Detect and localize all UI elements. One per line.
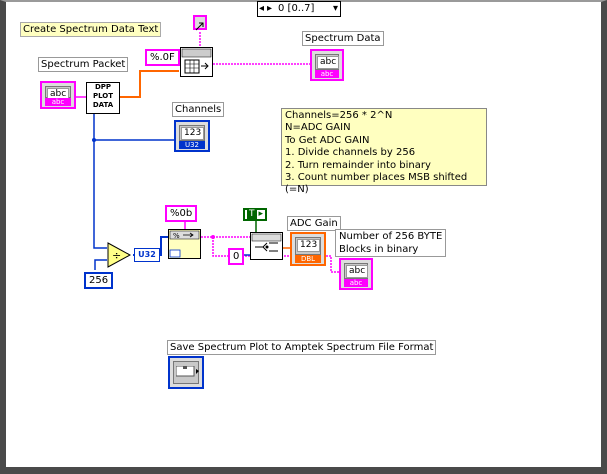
integer-wires [92,105,177,270]
adc-gain-label: ADC Gain [287,216,341,231]
arrow-icon [195,22,204,31]
channels-indicator[interactable]: 123 U32 [174,120,210,152]
array-to-spreadsheet-string[interactable] [180,47,213,77]
true-value: T [247,209,257,219]
adc-gain-type-tag: DBL [295,255,321,263]
note-line: 2. Turn remainder into binary [285,159,431,171]
note-line: To Get ADC GAIN [285,134,370,146]
true-constant[interactable]: T ▸ [243,208,267,221]
numeric-wires [120,70,291,249]
dpp-line-3: DATA [92,101,114,109]
dpp-plot-data-subvi[interactable]: DPP PLOT DATA [86,82,120,114]
note-line: 1. Divide channels by 256 [285,147,416,159]
spectrum-packet-control[interactable]: abc abc [40,81,76,109]
save-plot-label: Save Spectrum Plot to Amptek Spectrum Fi… [167,340,437,355]
case-dropdown-icon[interactable]: ▾ [332,3,338,14]
adc-gain-indicator[interactable]: 123 DBL [290,232,326,266]
spreadsheet-icon [181,48,212,74]
spectrum-data-label: Spectrum Data [302,31,384,46]
case-label: 0 [0..7] [278,3,315,14]
diagram-title: Create Spectrum Data Text [20,22,162,37]
divide-node[interactable]: ÷ [107,242,131,268]
adc-gain-value: 123 [297,239,321,252]
channels-value: 123 [181,127,205,140]
wire-channels-indicator [94,133,177,141]
wire-binary-indicator [212,237,340,273]
blocks-line: Number of 256 BYTE [339,231,443,242]
note-line: 3. Count number places MSB shifted (=N) [285,172,468,196]
spectrum-packet-label: Spectrum Packet [38,57,129,72]
constant-zero[interactable]: 0 [228,248,245,265]
cluster-icon [176,366,199,377]
true-arrow-icon: ▸ [258,209,263,219]
dpp-line-2: PLOT [92,92,114,100]
u32-conversion[interactable]: U32 [134,248,160,262]
blocks-label: Number of 256 BYTE Blocks in binary [335,229,447,257]
binary-string-type-tag: abc [344,279,368,287]
divide-symbol: ÷ [112,249,121,262]
string-type-tag: abc [315,70,339,78]
wire-channels [93,105,107,249]
wire-junction-pink [211,235,215,239]
dpp-line-1: DPP [94,83,112,91]
prev-case-button[interactable]: ◂ [259,3,265,14]
svg-text:%: % [173,232,180,240]
blocks-line: Blocks in binary [339,244,419,255]
wire-plot-data [120,70,179,98]
binary-string-indicator[interactable]: abc abc [339,258,373,290]
sequence-selector[interactable]: ◂ ▸ 0 [0..7] ▾ [257,1,341,17]
format-icon: % [169,230,200,258]
sub-vi-icon[interactable] [193,15,207,31]
search-split-string-node[interactable] [250,232,283,260]
formula-note: Channels=256 * 2^N N=ADC GAIN To Get ADC… [281,108,487,195]
next-case-button[interactable]: ▸ [267,3,273,14]
channels-type-tag: U32 [179,141,205,149]
format-float-constant[interactable]: %.0F [145,49,180,66]
string-value: abc [317,56,340,69]
format-into-string-node[interactable]: % [168,229,201,259]
binary-string-value: abc [346,265,369,278]
format-binary-constant[interactable]: %0b [165,205,198,222]
note-line: Channels=256 * 2^N [285,110,393,121]
save-plot-subvi[interactable] [168,356,204,389]
spectrum-data-indicator[interactable]: abc abc [310,49,344,81]
note-line: N=ADC GAIN [285,122,351,134]
packet-type-tag: abc [45,98,71,106]
wire-256 [94,259,107,270]
split-icon [251,233,282,252]
channels-label: Channels [172,102,225,117]
constant-256[interactable]: 256 [84,272,114,289]
packet-value: abc [47,88,70,101]
wire-junction [92,138,96,142]
